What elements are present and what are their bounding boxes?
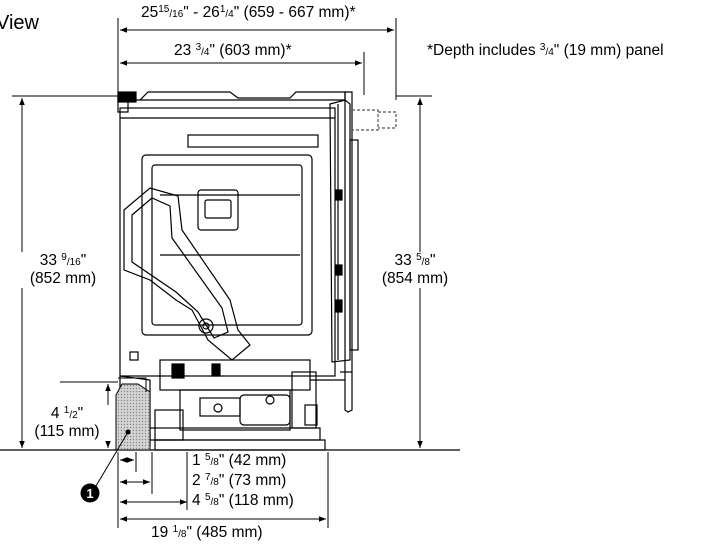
bottom-dim-118mm: 4 5/8" (118 mm) xyxy=(192,492,294,509)
callout-marker xyxy=(80,483,100,503)
callout-number: 1 xyxy=(86,486,93,501)
cabinet-depth-label: 23 3/4" (603 mm)* xyxy=(174,42,292,59)
overall-depth-label: 2515/16" - 261/4" (659 - 667 mm)* xyxy=(141,4,356,21)
depth-note: *Depth includes 3/4" (19 mm) panel xyxy=(427,42,664,59)
left-height-label: 33 9/16" (852 mm) xyxy=(20,252,106,288)
base-height-label: 4 1/2" (115 mm) xyxy=(24,405,110,441)
base-hatched-area xyxy=(115,383,151,451)
callout-leader-line xyxy=(95,431,129,487)
bottom-dim-73mm: 2 7/8" (73 mm) xyxy=(192,472,287,489)
view-title: View xyxy=(0,12,39,34)
dimension-lines-top xyxy=(117,18,397,100)
bottom-dim-42mm: 1 5/8" (42 mm) xyxy=(192,452,287,469)
bottom-dim-485mm: 19 1/8" (485 mm) xyxy=(151,524,263,541)
dishwasher-body xyxy=(117,91,397,451)
right-height-label: 33 5/8" (854 mm) xyxy=(372,252,458,288)
dimension-lines-bottom xyxy=(117,452,329,528)
